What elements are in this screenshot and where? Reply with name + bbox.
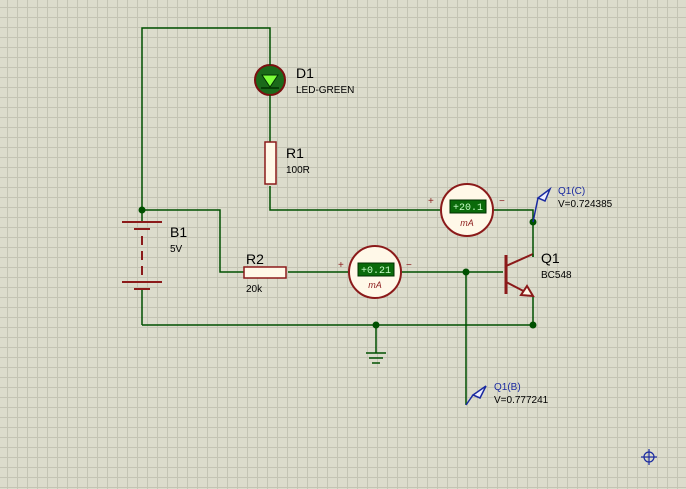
battery-b1[interactable] (122, 221, 162, 290)
probe-lead (532, 197, 539, 223)
ammeter-collector[interactable]: +20.1 mA (440, 183, 494, 237)
probe-voltage: V=0.777241 (494, 395, 549, 406)
led-d1[interactable] (254, 62, 286, 98)
d1-ref-label: D1 (296, 65, 314, 81)
meter-minus: − (406, 260, 412, 271)
voltage-probe-icon (471, 385, 487, 399)
crosshair-icon[interactable] (641, 449, 657, 465)
transistor-collector-lead (505, 253, 534, 267)
r1-value-label: 100R (286, 165, 310, 176)
voltage-probe-icon (536, 186, 552, 202)
probe-name: Q1(C) (558, 186, 585, 197)
wire-top-loop[interactable] (141, 27, 271, 210)
meter-display (449, 199, 487, 214)
q1-ref-label: Q1 (541, 250, 560, 266)
r2-ref-label: R2 (246, 251, 264, 267)
voltage-probe-q1b[interactable] (465, 385, 487, 406)
b1-value-label: 5V (170, 244, 183, 255)
junction-dot (138, 206, 146, 214)
meter-unit: mA (460, 218, 474, 228)
meter-plus: + (428, 196, 434, 207)
resistor-r1[interactable] (264, 141, 277, 185)
q1-value-label: BC548 (541, 270, 572, 281)
probe-name: Q1(B) (494, 382, 521, 393)
voltage-probe-q1c[interactable] (532, 186, 552, 223)
junction-dot (529, 321, 537, 329)
led-diode-icon (261, 74, 279, 88)
transistor-q1[interactable] (504, 253, 535, 298)
b1-ref-label: B1 (170, 224, 187, 240)
meter-minus: − (499, 196, 505, 207)
junction-dot (462, 268, 470, 276)
meter-display (357, 262, 395, 277)
meter-plus: + (338, 260, 344, 271)
meter-unit: mA (368, 280, 382, 290)
meter-reading: +0.21 (361, 266, 391, 277)
ammeter-base[interactable]: +0.21 mA (348, 245, 402, 299)
transistor-arrow-icon (519, 284, 535, 298)
wire-r1-meter1[interactable] (269, 186, 440, 211)
wire-meter1-collector[interactable] (494, 209, 534, 257)
ground-icon[interactable] (366, 352, 386, 364)
probe-lead (465, 394, 474, 406)
wires (141, 27, 534, 405)
wire-battery-r2[interactable] (142, 209, 244, 273)
r2-value-label: 20k (246, 284, 263, 295)
meter-reading: +20.1 (453, 203, 483, 214)
r1-ref-label: R1 (286, 145, 304, 161)
d1-value-label: LED-GREEN (296, 85, 354, 96)
resistor-r2[interactable] (243, 266, 287, 279)
junction-dot (372, 321, 380, 329)
probe-voltage: V=0.724385 (558, 199, 613, 210)
